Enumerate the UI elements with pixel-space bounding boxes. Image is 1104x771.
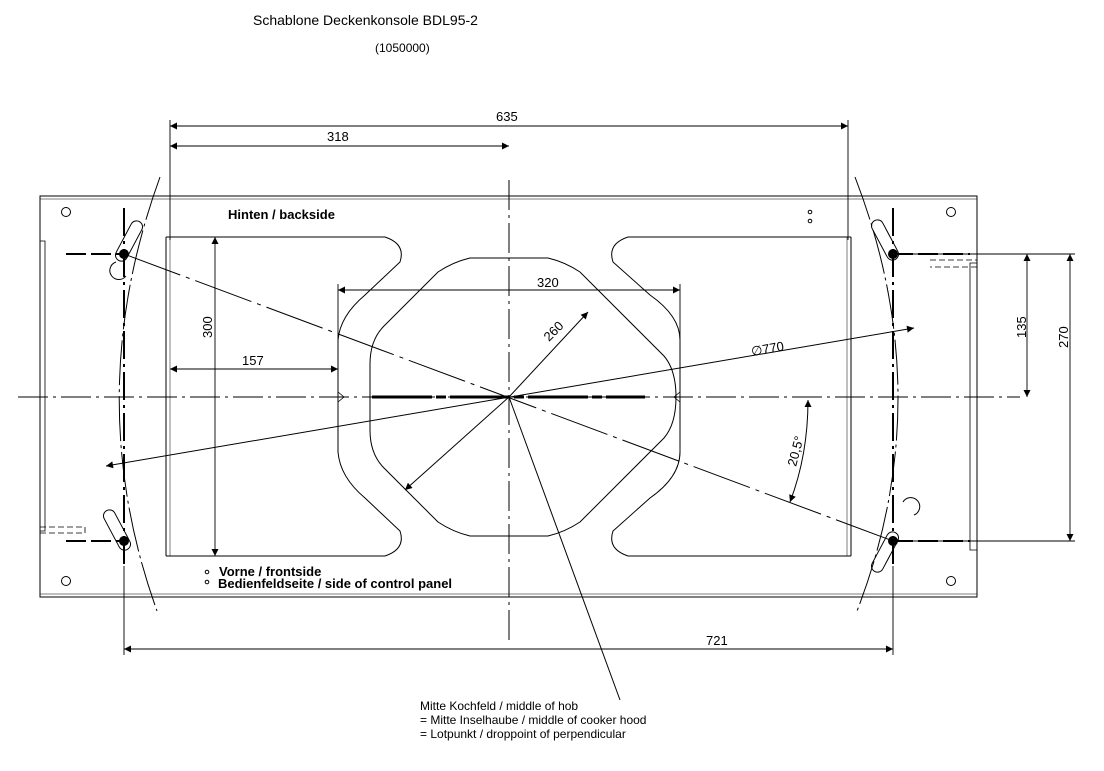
center-lines <box>18 180 1020 640</box>
dim-right-half-height: 135 <box>1014 316 1029 338</box>
dim-height: 300 <box>200 316 215 338</box>
dim-inner-width: 320 <box>537 275 559 290</box>
dim-diameter: ∅770 <box>750 338 785 359</box>
note-droppoint: = Lotpunkt / droppoint of perpendicular <box>420 727 626 741</box>
note-hob-center: Mitte Kochfeld / middle of hob <box>420 699 579 713</box>
label-control-panel: Bedienfeldseite / side of control panel <box>218 576 452 591</box>
label-backside: Hinten / backside <box>228 207 335 222</box>
construction-lines <box>105 253 915 701</box>
dim-right-height: 270 <box>1056 326 1071 348</box>
bolt-circle <box>118 176 899 612</box>
dim-radius: 260 <box>541 318 567 344</box>
dim-half-width: 318 <box>327 129 349 144</box>
dim-total-width: 635 <box>496 109 518 124</box>
dim-bottom-width: 721 <box>706 633 728 648</box>
mounting-holes <box>61 207 956 586</box>
drawing-article-number: (1050000) <box>375 41 430 55</box>
label-frontside: Vorne / frontside <box>219 564 321 579</box>
drawing-title: Schablone Deckenkonsole BDL95-2 <box>253 12 478 28</box>
dimension-lines <box>123 120 1075 655</box>
note-hood-center: = Mitte Inselhaube / middle of cooker ho… <box>420 713 647 727</box>
dim-offset: 157 <box>242 353 264 368</box>
